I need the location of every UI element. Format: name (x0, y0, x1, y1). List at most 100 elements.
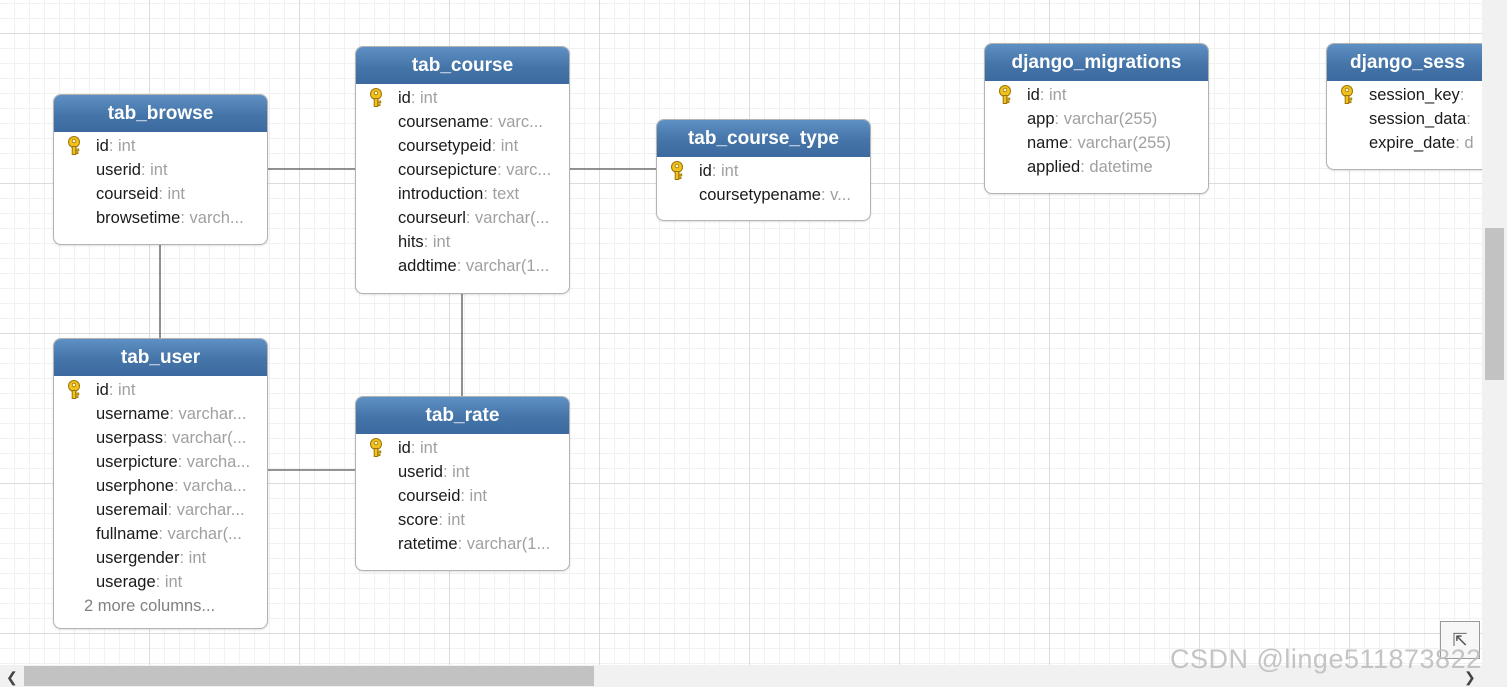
table-header[interactable]: tab_rate (356, 397, 569, 434)
table-header[interactable]: tab_user (54, 339, 267, 376)
column-row[interactable]: name: varchar(255) (985, 131, 1208, 155)
column-type: int (420, 89, 438, 107)
column-row[interactable]: introduction: text (356, 182, 569, 206)
column-row[interactable]: score: int (356, 508, 569, 532)
watermark: CSDN @linge511873822 (1170, 644, 1482, 674)
column-name: session_data (1369, 110, 1467, 128)
column-type: varchar(255) (1077, 134, 1171, 152)
vertical-scroll-thumb[interactable] (1485, 228, 1504, 380)
column-row[interactable]: coursepicture: varc... (356, 158, 569, 182)
column-name: name (1027, 134, 1069, 152)
column-row[interactable]: id: int (54, 134, 267, 158)
type-separator: : (442, 463, 453, 481)
column-row[interactable]: ratetime: varchar(1... (356, 532, 569, 556)
column-row[interactable]: userpicture: varcha... (54, 450, 267, 474)
column-row[interactable]: useremail: varchar... (54, 498, 267, 522)
column-name: coursepicture (398, 161, 498, 179)
column-row[interactable]: usergender: int (54, 546, 267, 570)
expand-arrow-icon[interactable]: ⇱ (1440, 621, 1480, 659)
column-row[interactable]: id: int (657, 159, 870, 183)
column-row[interactable]: session_key: (1327, 83, 1507, 107)
column-type: varchar(1... (466, 535, 551, 553)
column-name: username (96, 405, 170, 423)
column-name: id (398, 89, 411, 107)
column-row[interactable]: coursetypename: v... (657, 183, 870, 207)
type-separator: : (177, 453, 187, 471)
column-name: score (398, 511, 439, 529)
type-separator: : (169, 405, 179, 423)
column-type: varchar(... (172, 429, 247, 447)
column-name: ratetime (398, 535, 458, 553)
column-type: int (1049, 86, 1067, 104)
column-row[interactable]: coursetypeid: int (356, 134, 569, 158)
table-header[interactable]: django_migrations (985, 44, 1208, 81)
table-header[interactable]: tab_course_type (657, 120, 870, 157)
key-icon (66, 380, 82, 400)
column-row[interactable]: applied: datetime (985, 155, 1208, 179)
column-row[interactable]: app: varchar(255) (985, 107, 1208, 131)
key-icon (997, 85, 1013, 105)
column-type: varc... (497, 113, 543, 131)
column-row[interactable]: userpass: varchar(... (54, 426, 267, 450)
chevron-right-icon[interactable]: ❯ (1464, 669, 1476, 685)
column-row[interactable]: userphone: varcha... (54, 474, 267, 498)
column-row[interactable]: courseid: int (54, 182, 267, 206)
column-name: fullname (96, 525, 159, 543)
column-row[interactable]: courseurl: varchar(... (356, 206, 569, 230)
type-separator: : (491, 137, 501, 155)
column-row[interactable]: addtime: varchar(1... (356, 254, 569, 278)
column-row[interactable]: expire_date: d (1327, 131, 1507, 155)
column-name: userage (96, 573, 156, 591)
type-separator: : (179, 549, 189, 567)
column-type: int (150, 161, 168, 179)
more-columns-link[interactable]: 2 more columns... (84, 597, 216, 615)
table-header[interactable]: django_sess (1327, 44, 1507, 81)
column-name: id (398, 439, 411, 457)
column-row[interactable]: id: int (54, 378, 267, 402)
table-header[interactable]: tab_course (356, 47, 569, 84)
column-row[interactable]: browsetime: varch... (54, 206, 267, 230)
type-separator: : (423, 233, 433, 251)
column-name: hits (398, 233, 424, 251)
column-type: int (118, 381, 136, 399)
column-type: varchar(255) (1063, 110, 1158, 128)
horizontal-scroll-thumb[interactable] (24, 666, 594, 686)
column-name: coursetypeid (398, 137, 492, 155)
column-row[interactable]: id: int (356, 86, 569, 110)
column-row[interactable]: userage: int (54, 570, 267, 594)
column-type: int (188, 549, 207, 567)
column-type: int (447, 511, 465, 529)
column-row[interactable]: coursename: varc... (356, 110, 569, 134)
key-icon (66, 136, 82, 156)
column-row[interactable]: courseid: int (356, 484, 569, 508)
table-django-session[interactable]: django_sess session_key: session_data: e… (1326, 43, 1507, 170)
key-icon (669, 161, 685, 181)
type-separator: : (410, 439, 421, 457)
table-header[interactable]: tab_browse (54, 95, 267, 132)
column-row[interactable]: id: int (356, 436, 569, 460)
column-name: id (1027, 86, 1040, 104)
chevron-left-icon[interactable]: ❮ (6, 669, 18, 685)
column-name: expire_date (1369, 134, 1456, 152)
column-name: useremail (96, 501, 168, 519)
column-type: varchar(1... (465, 257, 550, 275)
column-row[interactable]: userid: int (356, 460, 569, 484)
column-name: courseid (96, 185, 159, 203)
column-name: userid (96, 161, 141, 179)
column-row[interactable]: username: varchar... (54, 402, 267, 426)
column-row[interactable]: hits: int (356, 230, 569, 254)
column-name: coursename (398, 113, 489, 131)
column-row[interactable]: userid: int (54, 158, 267, 182)
column-name: usergender (96, 549, 180, 567)
column-row[interactable]: id: int (985, 83, 1208, 107)
column-row[interactable]: fullname: varchar(... (54, 522, 267, 546)
column-row[interactable]: session_data: (1327, 107, 1507, 131)
type-separator: : (158, 185, 168, 203)
